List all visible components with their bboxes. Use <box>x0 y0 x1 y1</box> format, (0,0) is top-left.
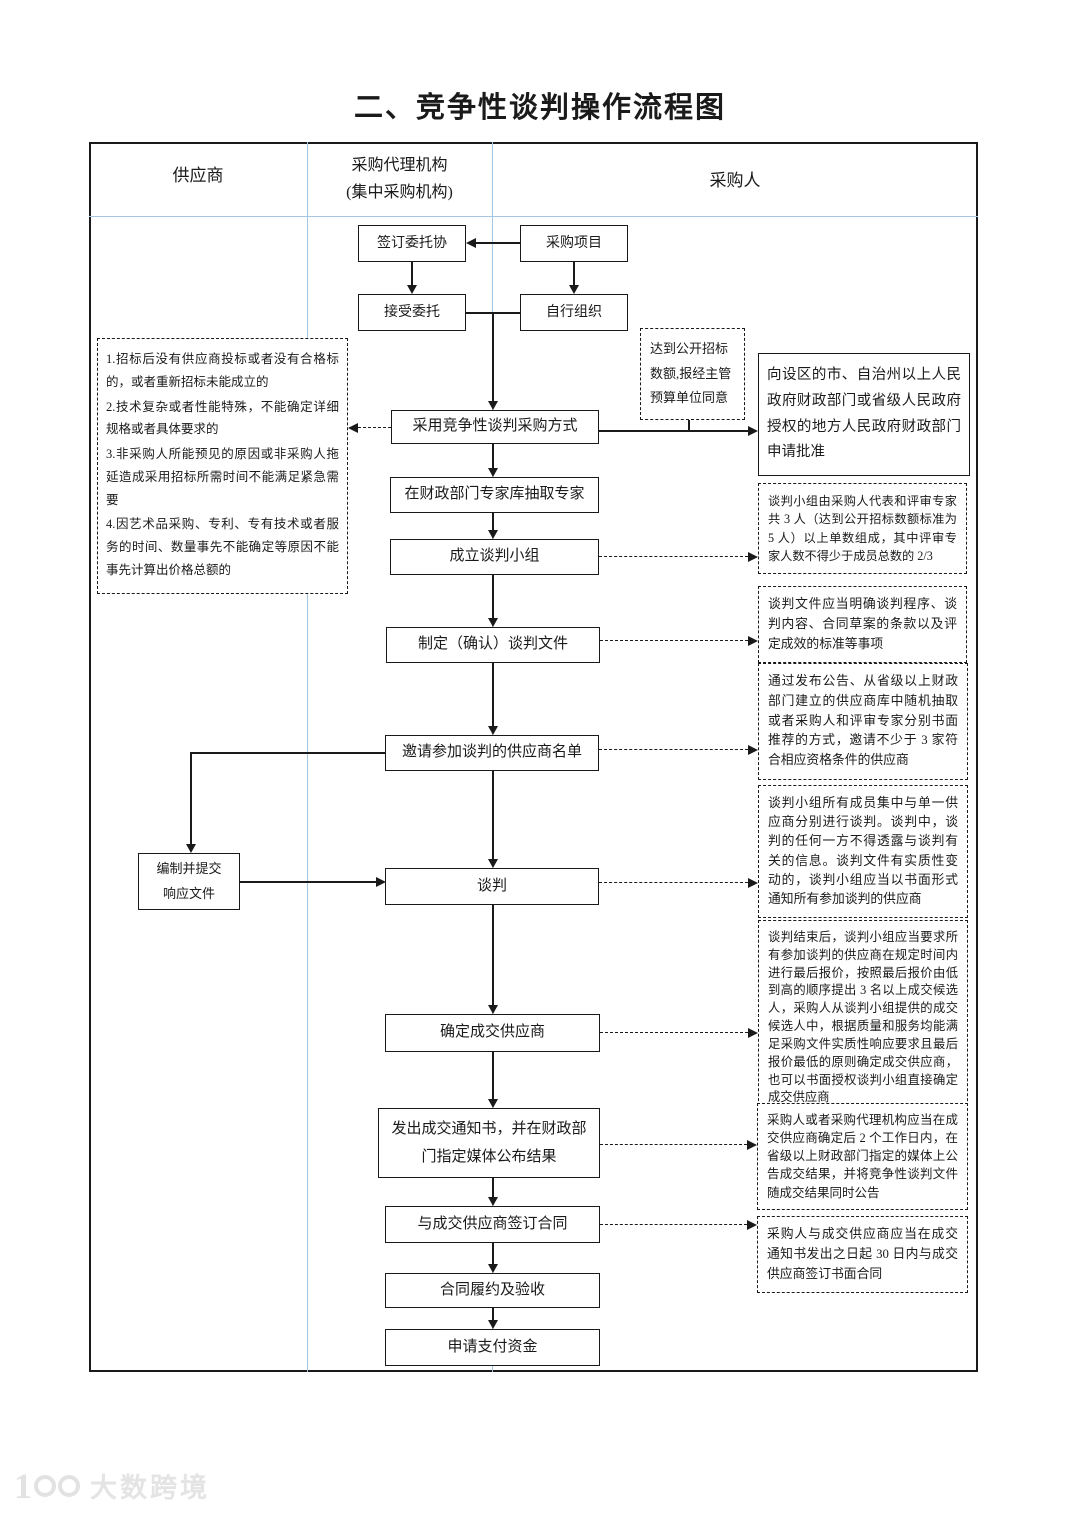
line-contract-to-perform <box>492 1243 494 1264</box>
lane-divider-vertical-1 <box>307 142 308 1372</box>
arrowhead-response-to-negotiate <box>376 877 386 887</box>
lane-label-agency-line1: 采购代理机构 <box>351 157 448 174</box>
arrowhead-group-rule <box>748 552 758 562</box>
line-adopt-to-approval <box>599 430 748 432</box>
arrowhead-docs-rule <box>748 636 758 646</box>
node-issue-notice: 发出成交通知书，并在财政部门指定媒体公布结果 <box>378 1108 600 1178</box>
lane-label-supplier: 供应商 <box>172 166 224 185</box>
lane-label-agency-line2: (集中采购机构) <box>346 184 453 202</box>
line-join-to-adopt <box>492 312 494 401</box>
lane-label-agency: 采购代理机构 (集中采购机构) <box>307 152 492 206</box>
arrowhead-adopt-to-experts <box>488 468 498 477</box>
arrowhead-contract-to-perform <box>488 1264 498 1273</box>
arrowhead-negotiate-rule <box>748 878 758 888</box>
line-invite-to-negotiate <box>492 771 494 859</box>
dashed-line-group-rule <box>599 556 748 557</box>
arrowhead-announce-rule <box>747 1140 757 1150</box>
arrowhead-perform-to-payment <box>488 1320 498 1329</box>
arrowhead-adopt-to-reasons <box>348 423 358 433</box>
line-perform-to-payment <box>492 1308 494 1320</box>
arrowhead-negotiate-to-determine <box>488 1005 498 1014</box>
node-sign-agreement: 签订委托协 <box>358 225 466 262</box>
reason-item-1: 1.招标后没有供应商投标或者没有合格标的，或者重新招标未能成立的 <box>106 352 339 389</box>
node-invite-list: 邀请参加谈判的供应商名单 <box>385 735 599 771</box>
line-adopt-to-experts <box>492 444 494 468</box>
annotation-reasons: 1.招标后没有供应商投标或者没有合格标的，或者重新招标未能成立的 2.技术复杂或… <box>97 338 348 594</box>
lane-divider-horizontal <box>89 216 978 217</box>
arrowhead-invite-rule <box>748 745 758 755</box>
dashed-line-contract-rule <box>600 1224 747 1225</box>
annotation-open-tender-threshold: 达到公开招标数额,报经主管预算单位同意 <box>640 328 745 421</box>
arrowhead-docs-to-invite <box>488 726 498 735</box>
line-project-to-sign <box>476 242 520 244</box>
line-response-to-negotiate <box>240 881 376 883</box>
arrowhead-experts-to-group <box>488 530 498 539</box>
node-draw-experts: 在财政部门专家库抽取专家 <box>390 477 599 513</box>
dashed-line-adopt-to-reasons <box>358 427 391 428</box>
arrowhead-sign-to-accept <box>407 285 417 294</box>
annotation-approval: 向设区的市、自治州以上人民政府财政部门或省级人民政府授权的地方人民政府财政部门申… <box>758 353 970 477</box>
annotation-invite-rule: 通过发布公告、从省级以上财政部门建立的供应商库中随机抽取或者采购人和评审专家分别… <box>758 663 968 781</box>
node-prepare-response: 编制并提交响应文件 <box>138 853 240 910</box>
line-invite-branch-horizontal <box>190 752 385 754</box>
annotation-docs-rule: 谈判文件应当明确谈判程序、谈判内容、合同草案的条款以及评定成效的标准等事项 <box>758 586 967 664</box>
arrowhead-project-to-sign <box>466 238 476 248</box>
annotation-group-rule: 谈判小组由采购人代表和评审专家共 3 人（达到公开招标数额标准为 5 人）以上单… <box>758 483 967 575</box>
watermark-ring-icon-1 <box>34 1474 56 1497</box>
annotation-contract-rule: 采购人与成交供应商应当在成交通知书发出之日起 30 日内与成交供应商签订书面合同 <box>757 1216 968 1294</box>
watermark: 1 大数跨境 <box>14 1466 210 1505</box>
reason-item-2: 2.技术复杂或者性能特殊，不能确定详细规格或者具体要求的 <box>106 399 339 437</box>
node-accept-entrust: 接受委托 <box>358 294 466 331</box>
arrowhead-project-to-self <box>569 285 579 294</box>
line-invite-branch-vertical <box>190 752 192 844</box>
line-docs-to-invite <box>492 663 494 726</box>
watermark-ring-icon-2 <box>58 1474 80 1497</box>
page-title: 二、竞争性谈判操作流程图 <box>353 92 726 124</box>
line-sign-to-accept <box>411 262 413 285</box>
node-form-group: 成立谈判小组 <box>390 539 599 575</box>
arrowhead-join-to-adopt <box>488 401 498 410</box>
dashed-line-final-quote-rule <box>600 1032 748 1033</box>
annotation-negotiate-rule: 谈判小组所有成员集中与单一供应商分别进行谈判。谈判中，谈判的任何一方不得透露与谈… <box>758 785 968 919</box>
node-apply-payment: 申请支付资金 <box>385 1329 600 1366</box>
annotation-final-quote-rule: 谈判结束后，谈判小组应当要求所有参加谈判的供应商在规定时间内进行最后报价，按照最… <box>758 920 968 1117</box>
arrowhead-invite-to-negotiate <box>488 859 498 868</box>
dashed-line-invite-rule <box>599 749 748 750</box>
line-project-to-self <box>573 262 575 285</box>
node-negotiate: 谈判 <box>385 868 599 905</box>
arrowhead-group-to-docs <box>488 618 498 627</box>
dashed-line-announce-rule <box>600 1144 747 1145</box>
arrowhead-contract-rule <box>747 1220 757 1230</box>
line-group-to-docs <box>492 575 494 618</box>
line-negotiate-to-determine <box>492 905 494 1005</box>
line-notice-to-contract <box>492 1178 494 1197</box>
flowchart-frame <box>89 142 978 1372</box>
node-determine-supplier: 确定成交供应商 <box>385 1014 600 1052</box>
node-adopt-method: 采用竞争性谈判采购方式 <box>391 410 599 444</box>
arrowhead-invite-to-response <box>186 844 196 853</box>
annotation-announce-rule: 采购人或者采购代理机构应当在成交供应商确定后 2 个工作日内，在省级以上财政部门… <box>757 1103 968 1210</box>
reason-item-4: 4.因艺术品采购、专利、专有技术或者服务的时间、数量事先不能确定等原因不能事先计… <box>106 517 339 577</box>
node-make-docs: 制定（确认）谈判文件 <box>386 627 600 663</box>
line-experts-to-group <box>492 513 494 530</box>
node-perform-contract: 合同履约及验收 <box>385 1273 600 1308</box>
dashed-line-negotiate-rule <box>599 882 748 883</box>
arrowhead-final-quote-rule <box>748 1028 758 1038</box>
node-sign-contract: 与成交供应商签订合同 <box>385 1206 600 1243</box>
watermark-100-icon: 1 <box>14 1465 32 1506</box>
line-determine-to-notice <box>492 1052 494 1099</box>
lane-label-purchaser: 采购人 <box>709 171 761 190</box>
reason-item-3: 3.非采购人所能预见的原因或非采购人拖延造成采用招标所需时间不能满足紧急需要 <box>106 447 339 507</box>
node-procurement-project: 采购项目 <box>520 225 628 262</box>
arrowhead-notice-to-contract <box>488 1197 498 1206</box>
dashed-line-docs-rule <box>600 640 748 641</box>
watermark-text: 大数跨境 <box>90 1473 210 1503</box>
arrowhead-adopt-to-approval <box>748 426 758 436</box>
arrowhead-determine-to-notice <box>488 1099 498 1108</box>
node-self-organize: 自行组织 <box>520 294 628 331</box>
